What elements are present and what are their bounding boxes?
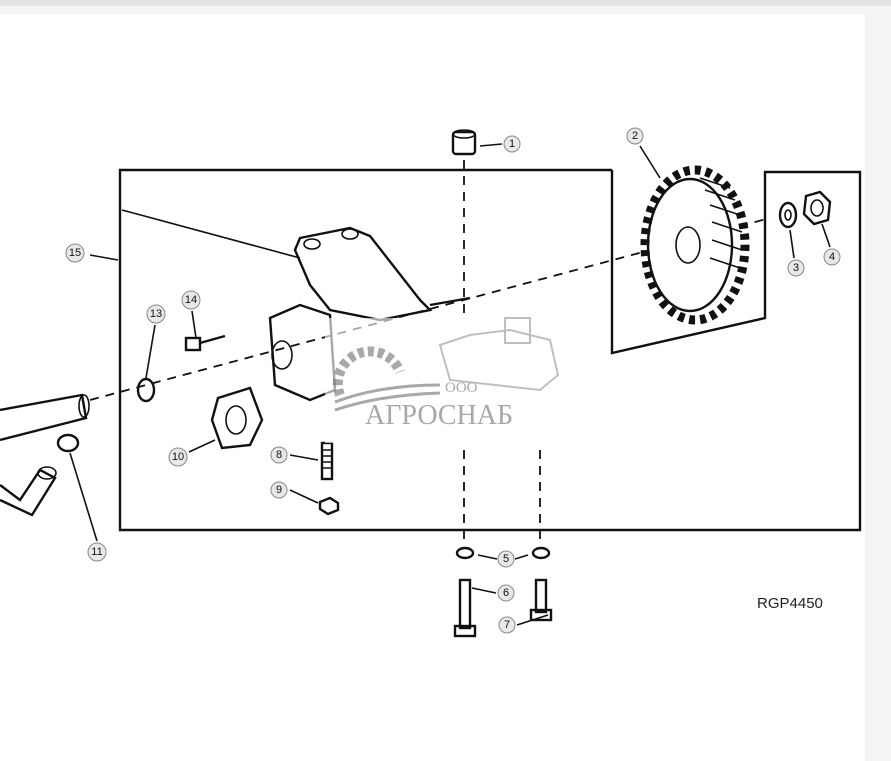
svg-text:13: 13 xyxy=(150,308,162,320)
part-suction-pipe xyxy=(0,393,90,517)
part-o-ring-11 xyxy=(56,433,80,453)
part-bolt-7 xyxy=(529,578,553,622)
callout-5: 5 xyxy=(497,550,515,568)
leader-15 xyxy=(89,254,119,261)
window-top-bar-shadow xyxy=(0,6,891,14)
part-bushing xyxy=(451,129,477,156)
callout-4: 4 xyxy=(823,248,841,266)
part-gasket xyxy=(210,386,264,450)
svg-text:7: 7 xyxy=(504,619,510,631)
part-washer-5b xyxy=(531,546,551,560)
callout-6: 6 xyxy=(497,584,515,602)
callout-13: 13 xyxy=(146,304,166,324)
part-o-ring-13 xyxy=(136,377,156,403)
svg-text:3: 3 xyxy=(793,262,799,274)
svg-text:2: 2 xyxy=(632,130,638,142)
svg-text:14: 14 xyxy=(185,294,197,306)
part-stud xyxy=(320,441,334,481)
svg-text:6: 6 xyxy=(503,587,509,599)
svg-text:8: 8 xyxy=(276,449,282,461)
shaft-axis-line xyxy=(89,217,771,401)
callout-2: 2 xyxy=(626,127,644,145)
callout-3: 3 xyxy=(787,259,805,277)
part-bolt-6 xyxy=(453,578,477,638)
scrollbar-track[interactable] xyxy=(865,10,891,761)
svg-text:1: 1 xyxy=(509,138,515,150)
figure-id: RGP4450 xyxy=(757,595,823,612)
callout-8: 8 xyxy=(270,446,288,464)
callout-1: 1 xyxy=(503,135,521,153)
part-gear xyxy=(640,165,750,325)
callout-15: 15 xyxy=(65,243,85,263)
window-top-bar xyxy=(0,0,891,6)
assembly-frame xyxy=(118,168,862,532)
leader-lines xyxy=(69,143,831,626)
callout-7: 7 xyxy=(498,616,516,634)
watermark-prefix: ООО xyxy=(445,380,478,396)
svg-text:15: 15 xyxy=(69,247,81,259)
part-nut xyxy=(802,190,832,226)
callout-14: 14 xyxy=(181,290,201,310)
part-washer xyxy=(778,201,798,229)
svg-text:5: 5 xyxy=(503,553,509,565)
part-nut-9 xyxy=(318,496,340,516)
svg-text:4: 4 xyxy=(829,251,835,263)
callout-11: 11 xyxy=(87,542,107,562)
svg-text:11: 11 xyxy=(91,546,102,558)
svg-text:9: 9 xyxy=(276,484,282,496)
part-bolt-14 xyxy=(184,334,226,352)
callout-9: 9 xyxy=(270,481,288,499)
watermark-logo: ООО АГРОСНАБ xyxy=(325,317,560,443)
callout-10: 10 xyxy=(168,447,188,467)
part-washer-5a xyxy=(455,546,475,560)
svg-text:10: 10 xyxy=(172,451,184,463)
frame-pointer-line xyxy=(121,209,301,259)
watermark-name: АГРОСНАБ xyxy=(365,400,513,431)
